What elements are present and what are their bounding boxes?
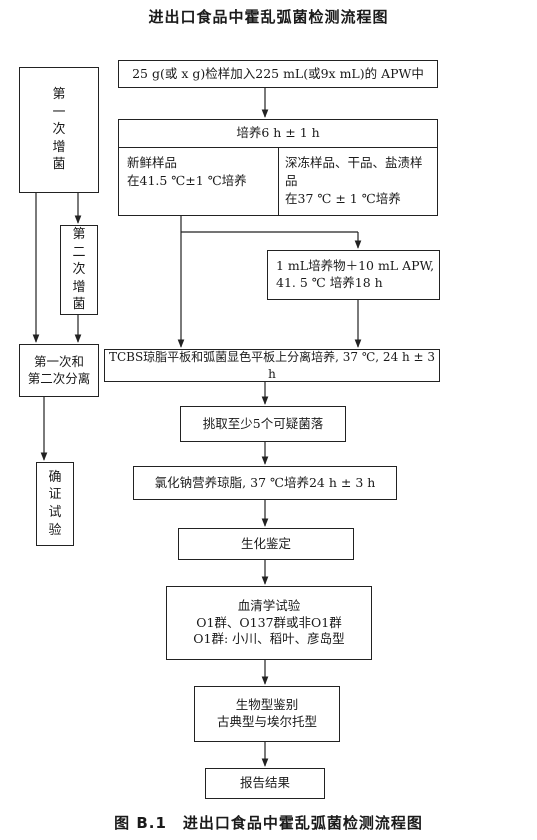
step-sample: 25 g(或 x g)检样加入225 mL(或9x mL)的 APW中 [118, 60, 438, 88]
side-stage1-char: 一 [52, 104, 66, 120]
biotype-line-1: 生物型鉴别 [235, 697, 299, 713]
side-stage1-char: 第 [52, 87, 66, 103]
side-stage4-char: 证 [48, 487, 62, 503]
enrich-line-1: 1 mL培养物＋10 mL APW, [276, 258, 435, 274]
side-stage2-char: 次 [72, 262, 86, 278]
culture-frozen-cell: 深冻样品、干品、盐渍样品 在37 ℃ ± 1 ℃培养 [279, 148, 437, 215]
side-stage2-char: 菌 [72, 297, 86, 313]
enrich-line-2: 41. 5 ℃ 培养18 h [276, 275, 383, 290]
side-stage-isolation: 第一次和 第二次分离 [19, 344, 99, 397]
culture-fresh-cell: 新鲜样品 在41.5 ℃±1 ℃培养 [119, 148, 279, 215]
figure-caption: 图 B.1 进出口食品中霍乱弧菌检测流程图 [114, 814, 423, 832]
side-stage-second-enrichment: 第 二 次 增 菌 [60, 225, 98, 315]
side-stage-confirmation: 确 证 试 验 [36, 462, 74, 546]
step-serology: 血清学试验 O1群、O137群或非O1群 O1群: 小川、稻叶、彦岛型 [166, 586, 372, 660]
step-pick-colonies: 挑取至少5个可疑菌落 [180, 406, 346, 442]
step-nacl-agar: 氯化钠营养琼脂, 37 ℃培养24 h ± 3 h [133, 466, 397, 500]
side-stage3-line: 第二次分离 [27, 370, 91, 386]
diagram-title: 进出口食品中霍乱弧菌检测流程图 [148, 8, 389, 26]
sero-line-3: O1群: 小川、稻叶、彦岛型 [193, 631, 345, 647]
side-stage1-char: 菌 [52, 157, 66, 173]
sero-line-2: O1群、O137群或非O1群 [196, 614, 342, 630]
side-stage2-char: 增 [72, 279, 86, 295]
frozen-line-2: 在37 ℃ ± 1 ℃培养 [285, 191, 401, 207]
step-isolation: TCBS琼脂平板和弧菌显色平板上分离培养, 37 ℃, 24 h ± 3 h [104, 349, 440, 382]
step-culture: 培养6 h ± 1 h 新鲜样品 在41.5 ℃±1 ℃培养 深冻样品、干品、盐… [118, 119, 438, 216]
side-stage-first-enrichment: 第 一 次 增 菌 [19, 67, 99, 193]
sero-line-1: 血清学试验 [237, 597, 301, 613]
step-second-enrichment: 1 mL培养物＋10 mL APW, 41. 5 ℃ 培养18 h [267, 250, 440, 300]
side-stage2-char: 第 [72, 227, 86, 243]
side-stage3-line: 第一次和 [33, 353, 84, 369]
side-stage4-char: 验 [48, 522, 62, 538]
side-stage1-char: 次 [52, 122, 66, 138]
step-biochemical: 生化鉴定 [178, 528, 354, 560]
step-report: 报告结果 [205, 768, 325, 799]
side-stage1-char: 增 [52, 139, 66, 155]
fresh-line-1: 新鲜样品 [127, 155, 178, 170]
side-stage4-char: 试 [48, 505, 62, 520]
biotype-line-2: 古典型与埃尔托型 [216, 714, 317, 729]
side-stage4-char: 确 [48, 469, 62, 485]
step-biotype: 生物型鉴别 古典型与埃尔托型 [194, 686, 340, 742]
fresh-line-2: 在41.5 ℃±1 ℃培养 [127, 173, 247, 189]
side-stage2-char: 二 [72, 244, 86, 260]
frozen-line-1: 深冻样品、干品、盐渍样品 [285, 155, 423, 189]
culture-header: 培养6 h ± 1 h [119, 120, 437, 148]
